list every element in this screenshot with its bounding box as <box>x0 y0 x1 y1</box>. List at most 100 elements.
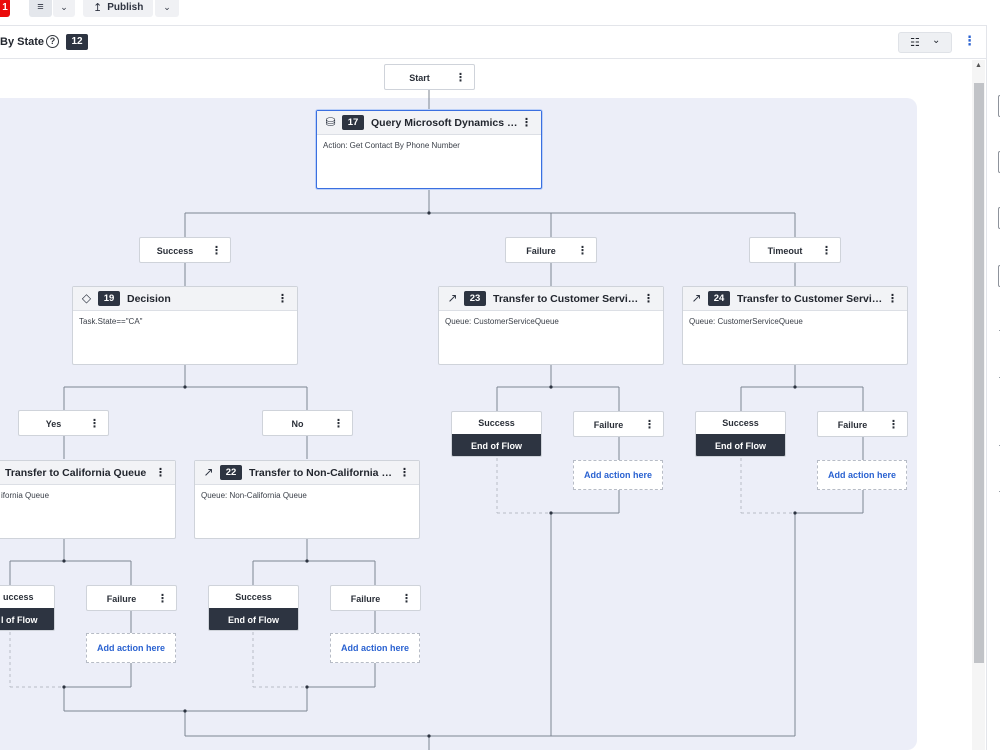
publish-label: Publish <box>107 1 144 13</box>
branch-label: Yes <box>45 419 62 429</box>
end-of-flow-label: End of Flow <box>696 434 785 456</box>
node-title: Transfer to Non-California Qu... <box>249 467 399 479</box>
end-of-flow-label: l of Flow <box>0 608 54 630</box>
layout-view-button[interactable]: ☷ ⌄ <box>898 32 952 53</box>
branch-label: Success <box>156 246 194 256</box>
start-node[interactable]: Start ⋮ <box>384 64 475 90</box>
branch-failure[interactable]: Failure ⋮ <box>573 411 664 437</box>
node-title: Transfer to California Queue <box>5 467 147 479</box>
list-view-dropdown[interactable]: ⌄ <box>53 0 75 17</box>
flow-title: By State <box>0 36 45 48</box>
transfer-non-california-card[interactable]: ↗ 22 Transfer to Non-California Qu... ⋮ … <box>194 460 420 539</box>
node-description: Queue: Non-California Queue <box>201 491 307 500</box>
transfer-customer-service-card-24[interactable]: ↗ 24 Transfer to Customer Service ... ⋮ … <box>682 286 908 365</box>
panel-field[interactable] <box>998 207 1000 229</box>
add-action-placeholder[interactable]: Add action here <box>330 633 420 663</box>
list-view-button[interactable]: ≡ <box>29 0 52 17</box>
properties-panel <box>986 25 1000 750</box>
node-description: ifornia Queue <box>1 491 50 500</box>
end-of-flow-node[interactable]: Success End of Flow <box>451 411 542 457</box>
card-header: Transfer to California Queue ⋮ <box>0 461 175 485</box>
top-toolbar: 1 ≡ ⌄ ↥ Publish ⌄ <box>0 0 1000 24</box>
node-title: Transfer to Customer Service ... <box>737 293 887 305</box>
scrollbar-thumb[interactable] <box>974 83 984 663</box>
kebab-menu-icon[interactable]: ⋮ <box>399 467 410 479</box>
panel-field[interactable] <box>998 151 1000 173</box>
kebab-menu-icon[interactable]: ⋮ <box>577 245 588 257</box>
transfer-customer-service-card-23[interactable]: ↗ 23 Transfer to Customer Service ... ⋮ … <box>438 286 664 365</box>
add-action-placeholder[interactable]: Add action here <box>817 460 907 490</box>
branch-failure[interactable]: Failure ⋮ <box>817 411 908 437</box>
node-title: Transfer to Customer Service ... <box>493 293 643 305</box>
kebab-menu-icon[interactable]: ⋮ <box>821 245 832 257</box>
publish-button[interactable]: ↥ Publish <box>83 0 153 17</box>
branch-failure[interactable]: Failure ⋮ <box>330 585 421 611</box>
transfer-california-card[interactable]: Transfer to California Queue ⋮ ifornia Q… <box>0 460 176 539</box>
branch-failure[interactable]: Failure ⋮ <box>505 237 597 263</box>
branch-no[interactable]: No ⋮ <box>262 410 353 436</box>
kebab-menu-icon[interactable]: ⋮ <box>157 593 168 605</box>
kebab-menu-icon[interactable]: ⋮ <box>401 593 412 605</box>
card-header: ◇ 19 Decision ⋮ <box>73 287 297 311</box>
kebab-menu-icon[interactable]: ⋮ <box>333 418 344 430</box>
branch-label: No <box>291 419 304 429</box>
help-icon[interactable]: ? <box>46 35 59 48</box>
branch-label: Failure <box>526 246 556 256</box>
end-of-flow-node[interactable]: Success End of Flow <box>208 585 299 631</box>
end-of-flow-node[interactable]: Success End of Flow <box>695 411 786 457</box>
branch-timeout[interactable]: Timeout ⋮ <box>749 237 841 263</box>
end-of-flow-node[interactable]: uccess l of Flow <box>0 585 55 631</box>
outcome-label: Success <box>235 592 272 602</box>
branch-label: Failure <box>593 420 624 430</box>
node-number: 19 <box>98 291 120 306</box>
publish-dropdown[interactable]: ⌄ <box>155 0 179 17</box>
node-description: Queue: CustomerServiceQueue <box>689 317 803 326</box>
branch-label: Failure <box>837 420 868 430</box>
kebab-menu-icon[interactable]: ⋮ <box>211 245 222 257</box>
node-description: Task.State=="CA" <box>79 317 143 326</box>
branch-label: Failure <box>350 594 381 604</box>
add-action-placeholder[interactable]: Add action here <box>86 633 176 663</box>
kebab-menu-icon[interactable]: ⋮ <box>521 117 532 129</box>
kebab-menu-icon[interactable]: ⋮ <box>89 418 100 430</box>
outcome-label: Success <box>722 418 759 428</box>
panel-field[interactable] <box>998 95 1000 117</box>
kebab-menu-icon[interactable]: ⋮ <box>277 293 288 305</box>
node-count-badge: 12 <box>66 34 88 50</box>
panel-field[interactable] <box>998 265 1000 287</box>
card-header: ↗ 22 Transfer to Non-California Qu... ⋮ <box>195 461 419 485</box>
query-dynamics-card[interactable]: ⛁ 17 Query Microsoft Dynamics 365 ⋮ Acti… <box>316 110 542 189</box>
kebab-menu-icon[interactable]: ⋮ <box>887 293 898 305</box>
branch-yes[interactable]: Yes ⋮ <box>18 410 109 436</box>
node-number: 24 <box>708 291 730 306</box>
diamond-icon: ◇ <box>81 291 92 305</box>
flow-connectors <box>9 88 864 750</box>
hierarchy-icon: ☷ <box>910 37 920 49</box>
kebab-menu-icon[interactable]: ⋮ <box>455 72 466 84</box>
scroll-up-arrow-icon[interactable]: ▲ <box>975 62 982 69</box>
numbered-list-icon: ≡ <box>37 1 44 13</box>
flow-canvas[interactable]: Start ⋮ ⛁ 17 Query Microsoft Dynamics 36… <box>0 60 972 750</box>
card-header: ↗ 24 Transfer to Customer Service ... ⋮ <box>683 287 907 311</box>
add-action-placeholder[interactable]: Add action here <box>573 460 663 490</box>
branch-failure[interactable]: Failure ⋮ <box>86 585 177 611</box>
node-description: Queue: CustomerServiceQueue <box>445 317 559 326</box>
end-of-flow-label: End of Flow <box>209 608 298 630</box>
external-link-icon: ↗ <box>691 291 702 305</box>
card-header: ⛁ 17 Query Microsoft Dynamics 365 ⋮ <box>317 111 541 135</box>
more-options-icon[interactable]: ⋮ <box>963 33 976 48</box>
kebab-menu-icon[interactable]: ⋮ <box>888 419 899 431</box>
kebab-menu-icon[interactable]: ⋮ <box>155 467 166 479</box>
external-link-icon: ↗ <box>447 291 458 305</box>
node-description: Action: Get Contact By Phone Number <box>323 141 460 150</box>
start-label: Start <box>409 73 430 83</box>
decision-card[interactable]: ◇ 19 Decision ⋮ Task.State=="CA" <box>72 286 298 365</box>
kebab-menu-icon[interactable]: ⋮ <box>644 419 655 431</box>
upload-icon: ↥ <box>93 1 103 14</box>
node-number: 17 <box>342 115 364 130</box>
branch-label: Failure <box>106 594 137 604</box>
error-count-badge[interactable]: 1 <box>0 0 10 17</box>
outcome-label: Success <box>478 418 515 428</box>
kebab-menu-icon[interactable]: ⋮ <box>643 293 654 305</box>
branch-success[interactable]: Success ⋮ <box>139 237 231 263</box>
